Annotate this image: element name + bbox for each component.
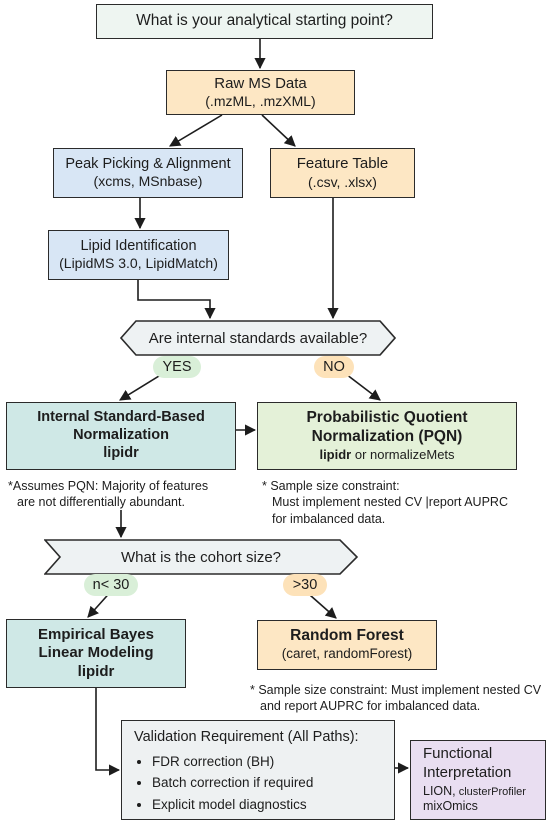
functional-interpretation-box: Functional Interpretation LION, clusterP…	[410, 740, 546, 820]
functional-tool-lion: LION,	[423, 783, 456, 798]
eb-line2: Linear Modeling	[38, 644, 154, 662]
cohort-size-decision: What is the cohort size?	[44, 539, 358, 575]
pqn-tool: lipidr	[319, 446, 352, 462]
rf-tools: (caret, randomForest)	[281, 646, 413, 662]
validation-item: Batch correction if required	[152, 772, 313, 794]
lipid-identification-title: Lipid Identification	[80, 237, 197, 254]
validation-list: FDR correction (BH) Batch correction if …	[134, 751, 313, 816]
raw-ms-formats: (.mzML, .mzXML)	[205, 93, 316, 110]
decision2-question: What is the cohort size?	[120, 548, 282, 566]
pqn-normalization-box: Probabilistic Quotient Normalization (PQ…	[257, 402, 517, 470]
pqn-assumption-line1: Assumes PQN: Majority of features	[12, 479, 209, 493]
eb-line1: Empirical Bayes	[38, 626, 154, 644]
sample-size-note-2: * Sample size constraint: Must implement…	[250, 682, 546, 715]
pqn-assumption-note: *Assumes PQN: Majority of features are n…	[8, 478, 248, 511]
peak-picking-tools: (xcms, MSnbase)	[93, 173, 203, 190]
start-question-box: What is your analytical starting point?	[96, 4, 433, 39]
small-cohort-badge: n< 30	[84, 574, 138, 596]
is-norm-tool: lipidr	[103, 444, 139, 461]
random-forest-box: Random Forest (caret, randomForest)	[257, 620, 437, 670]
arrow-raw-to-feature	[261, 114, 296, 147]
functional-tool-clusterprofiler: clusterProfiler	[455, 785, 526, 798]
eb-tool: lipidr	[77, 662, 115, 680]
pqn-assumption-star: *	[8, 479, 13, 493]
rf-title: Random Forest	[290, 627, 404, 645]
empirical-bayes-box: Empirical Bayes Linear Modeling lipidr	[6, 619, 186, 688]
sample-size-note-2-line2: and report AUPRC for imbalanced data.	[260, 699, 481, 714]
validation-title: Validation Requirement (All Paths):	[134, 729, 359, 745]
functional-tool-mixomics: mixOmics	[423, 799, 478, 814]
arrow-raw-to-peak	[169, 114, 223, 147]
internal-standard-normalization-box: Internal Standard-Based Normalization li…	[6, 402, 236, 470]
arrow-lipid-to-decision1	[137, 280, 216, 320]
yes-badge: YES	[153, 356, 201, 378]
peak-picking-box: Peak Picking & Alignment (xcms, MSnbase)	[53, 148, 243, 198]
feature-table-formats: (.csv, .xlsx)	[308, 173, 377, 190]
pqn-tool-alt: or normalizeMets	[351, 446, 455, 462]
peak-picking-title: Peak Picking & Alignment	[65, 155, 231, 172]
start-question-label: What is your analytical starting point?	[136, 12, 393, 30]
sample-size-note-1-line2: Must implement nested CV |report AUPRC	[272, 495, 508, 510]
arrow-eb-to-validation	[95, 688, 121, 776]
decision2-shape	[44, 539, 358, 575]
is-norm-title-line1: Internal Standard-Based	[37, 409, 205, 426]
feature-table-title: Feature Table	[296, 155, 389, 173]
raw-ms-data-box: Raw MS Data (.mzML, .mzXML)	[166, 70, 355, 115]
decision1-question: Are internal standards available?	[148, 329, 368, 347]
pqn-title-line2: Normalization (PQN)	[311, 428, 463, 446]
functional-title-line1: Functional	[423, 745, 493, 763]
sample-size-note-2-line1: Sample size constraint: Must implement n…	[258, 683, 542, 697]
sample-size-note-1-line1: Sample size constraint:	[270, 479, 400, 493]
functional-tools-line1: LION, clusterProfiler	[423, 784, 526, 799]
large-cohort-badge: >30	[283, 574, 327, 596]
no-badge: NO	[314, 356, 354, 378]
lipid-identification-tools: (LipidMS 3.0, LipidMatch)	[59, 255, 218, 272]
feature-table-box: Feature Table (.csv, .xlsx)	[270, 148, 415, 198]
validation-item: FDR correction (BH)	[152, 751, 313, 773]
sample-size-note-1: * Sample size constraint: Must implement…	[262, 478, 532, 527]
internal-standards-decision: Are internal standards available?	[120, 320, 396, 356]
lipid-identification-box: Lipid Identification (LipidMS 3.0, Lipid…	[48, 230, 229, 280]
pqn-tools: lipidr or normalizeMets	[319, 447, 454, 463]
functional-title-line2: Interpretation	[423, 763, 512, 781]
raw-ms-title: Raw MS Data	[214, 74, 307, 92]
sample-size-note-1-line3: for imbalanced data.	[272, 511, 386, 526]
decision1-shape	[120, 320, 396, 356]
pqn-title-line1: Probabilistic Quotient	[306, 409, 468, 427]
pqn-assumption-line2: are not differentially abundant.	[17, 495, 185, 510]
is-norm-title-line2: Normalization	[73, 427, 169, 444]
validation-item: Explicit model diagnostics	[152, 794, 313, 816]
validation-requirement-box: Validation Requirement (All Paths): FDR …	[121, 720, 395, 820]
